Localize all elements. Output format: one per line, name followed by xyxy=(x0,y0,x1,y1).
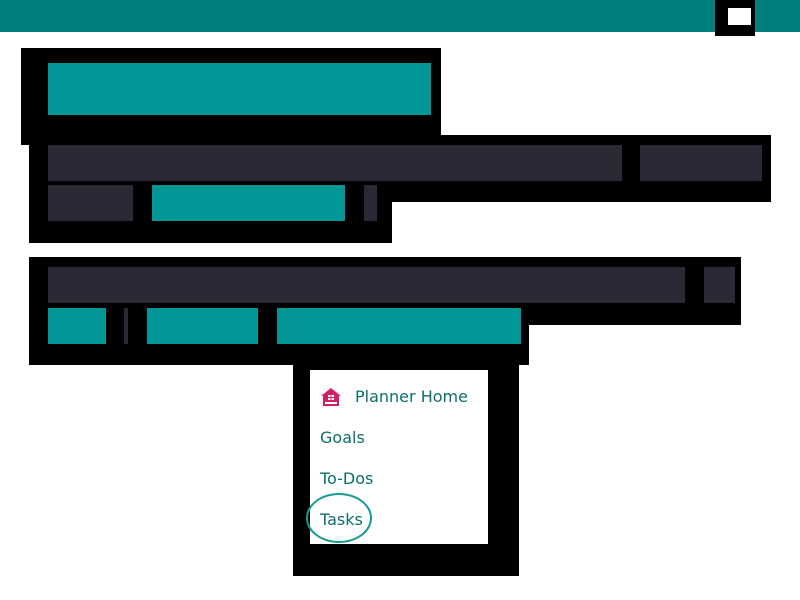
home-icon xyxy=(320,387,342,407)
title-block xyxy=(48,63,431,115)
menu-item-to-dos[interactable]: To-Dos xyxy=(320,465,373,493)
menu-item-goals[interactable]: Goals xyxy=(320,424,365,452)
row-4-link-b[interactable] xyxy=(147,308,258,344)
row-2-link[interactable] xyxy=(152,185,345,221)
menu-item-label: Goals xyxy=(320,428,365,447)
row-2-bar-b xyxy=(364,185,377,221)
tasks-highlight-circle xyxy=(306,493,372,543)
row-4-separator xyxy=(124,308,128,344)
row-1-bar-b xyxy=(640,145,762,181)
row-4-link-a[interactable] xyxy=(48,308,106,344)
menu-item-planner-home[interactable]: Planner Home xyxy=(320,383,468,411)
row-3-bar-b xyxy=(704,267,735,303)
row-3-bar-a xyxy=(48,267,685,303)
window-button[interactable] xyxy=(728,8,751,25)
row-2-bar-a xyxy=(48,185,133,221)
row-4-link-c[interactable] xyxy=(277,308,521,344)
row-1-bar-a xyxy=(48,145,622,181)
app-top-bar xyxy=(0,0,800,32)
menu-item-label: Planner Home xyxy=(355,387,468,406)
menu-item-label: To-Dos xyxy=(320,469,374,488)
